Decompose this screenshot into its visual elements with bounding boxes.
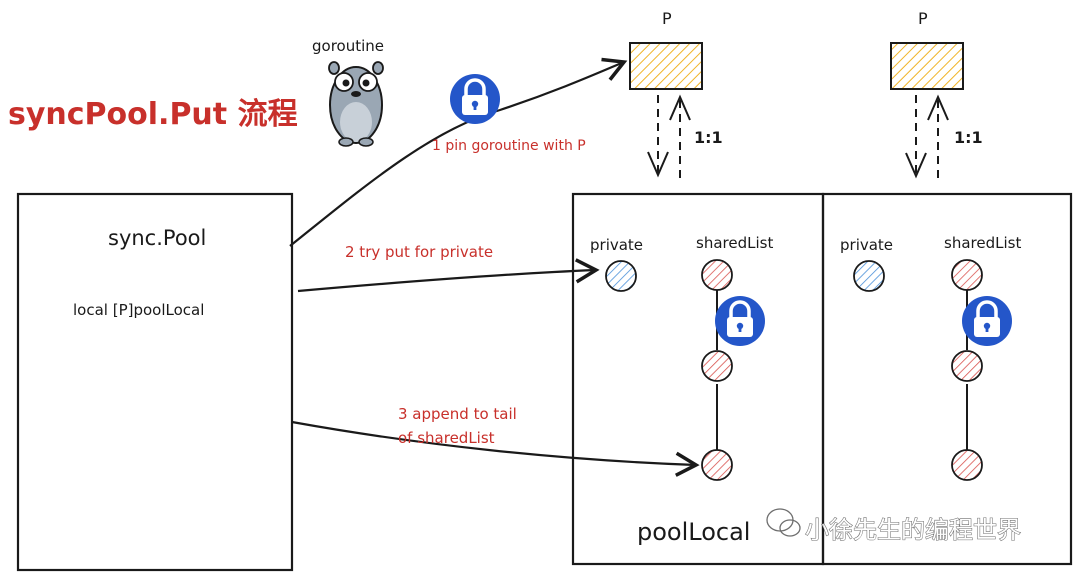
- pool-local-1: private sharedList poolLocal: [571, 192, 825, 566]
- wechat-icon: [765, 507, 802, 538]
- shared-list-node-tail: [701, 449, 733, 481]
- step-1-label: 1 pin goroutine with P: [432, 138, 586, 154]
- watermark-text: 小徐先生的编程世界: [805, 516, 1021, 544]
- processor-2-label: P: [918, 9, 928, 28]
- sync-pool-field: local [P]poolLocal: [73, 301, 204, 319]
- watermark: 小徐先生的编程世界: [765, 507, 1022, 545]
- processor-2-ratio: 1:1: [954, 128, 983, 147]
- pool-local-2-shared-label: sharedList: [944, 234, 1021, 252]
- step-3-arrow: [291, 420, 700, 477]
- shared-list-node-tail: [951, 449, 983, 481]
- shared-list-node: [951, 259, 983, 291]
- pool-local-1-private-label: private: [590, 236, 643, 254]
- processor-1-ratio: 1:1: [694, 128, 723, 147]
- private-slot: [605, 260, 637, 292]
- lock-icon: [713, 294, 767, 348]
- pool-local-2-private-label: private: [840, 236, 893, 254]
- step-3-label-line2: of sharedList: [398, 429, 495, 447]
- lock-icon: [448, 72, 502, 126]
- sync-pool-title: sync.Pool: [108, 226, 206, 250]
- shared-list-node: [701, 350, 733, 382]
- shared-list-node: [951, 350, 983, 382]
- diagram-title: syncPool.Put 流程: [8, 97, 298, 132]
- processor-1: P 1:1: [629, 9, 723, 178]
- processor-1-label: P: [662, 9, 672, 28]
- gopher-label: goroutine: [312, 37, 384, 55]
- private-slot: [853, 260, 885, 292]
- step-2-label: 2 try put for private: [345, 243, 493, 261]
- step-2-arrow: [297, 258, 600, 293]
- gopher-icon: [328, 61, 384, 147]
- sync-pool-box: sync.Pool local [P]poolLocal: [16, 192, 294, 572]
- pool-local-2: private sharedList: [821, 192, 1073, 566]
- processor-2: P 1:1: [890, 9, 983, 179]
- pool-local-1-shared-label: sharedList: [696, 234, 773, 252]
- step-3-label-line1: 3 append to tail: [398, 405, 517, 423]
- shared-list-node: [701, 259, 733, 291]
- pool-local-1-footer: poolLocal: [637, 518, 750, 546]
- lock-icon: [960, 294, 1014, 348]
